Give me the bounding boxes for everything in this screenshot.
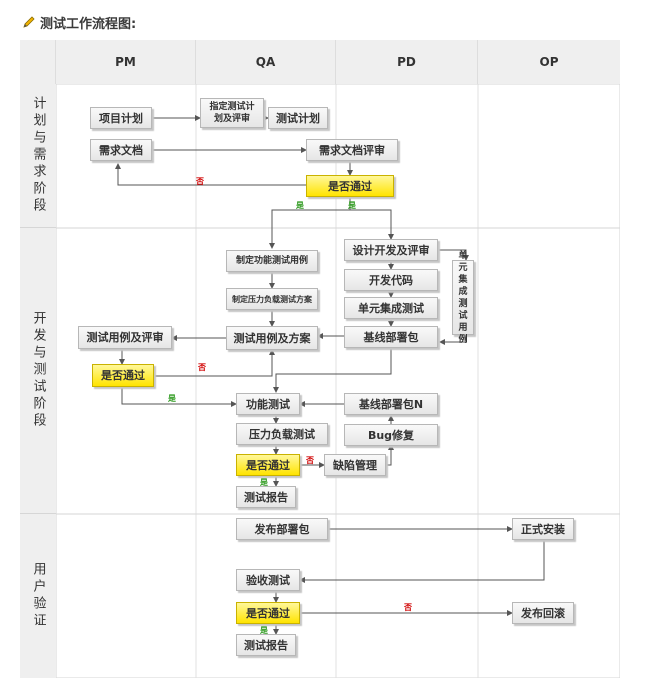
node-requirement-doc: 需求文档 [90,139,152,161]
column-header-pm: PM [56,40,196,84]
node-release-package: 发布部署包 [236,518,328,540]
label-no-1: 否 [196,177,204,186]
node-bug-fix: Bug修复 [344,424,438,446]
node-release-rollback: 发布回滚 [512,602,574,624]
decision-pass-3: 是否通过 [236,454,300,476]
stage-planning: 计划与需求阶段 [20,84,56,228]
page-title: 测试工作流程图: [40,16,137,32]
pencil-icon [23,16,35,28]
page-title-row: 测试工作流程图: [22,12,136,32]
decision-pass-4: 是否通过 [236,602,300,624]
label-no-2: 否 [198,363,206,372]
node-test-report-2: 测试报告 [236,634,296,656]
node-unit-test-cases: 单元集成测试用例 [452,251,474,345]
column-header-pd: PD [336,40,478,84]
decision-pass-1: 是否通过 [306,175,394,197]
label-yes-2: 是 [168,394,176,403]
node-test-case-review: 测试用例及评审 [78,326,172,349]
connectors [115,115,545,635]
decision-pass-2: 是否通过 [92,364,154,387]
node-load-test: 压力负载测试 [236,423,328,445]
node-unit-integration-test: 单元集成测试 [344,297,438,319]
node-test-cases-plan: 测试用例及方案 [226,326,318,350]
node-acceptance-test: 验收测试 [236,569,300,591]
node-requirement-review: 需求文档评审 [306,139,398,161]
node-baseline-deploy: 基线部署包 [344,326,438,348]
node-defect-mgmt: 缺陷管理 [324,454,386,476]
stage-dev-test: 开发与测试阶段 [20,228,56,514]
header-corner [20,40,56,84]
flowchart: PM QA PD OP 计划与需求阶段 开发与测试阶段 用户验证 [20,40,620,678]
column-header-op: OP [478,40,620,84]
node-load-test-plan: 制定压力负载测试方案 [226,288,318,310]
node-dev-code: 开发代码 [344,269,438,291]
label-yes-3: 是 [260,478,268,487]
node-baseline-deploy-n: 基线部署包N [344,393,438,415]
label-yes-4: 是 [260,626,268,635]
node-formal-install: 正式安装 [512,518,574,540]
label-yes-1b: 是 [348,201,356,210]
node-assign-test-plan: 指定测试计划及评审 [200,98,264,128]
stage-user-verify: 用户验证 [20,514,56,678]
node-test-report-1: 测试报告 [236,486,296,508]
node-test-plan: 测试计划 [268,107,328,129]
node-func-test-cases: 制定功能测试用例 [226,250,318,272]
column-header-qa: QA [196,40,336,84]
label-no-4: 否 [404,603,412,612]
node-project-plan: 项目计划 [90,107,152,129]
label-yes-1a: 是 [296,201,304,210]
label-no-3: 否 [306,456,314,465]
node-functional-test: 功能测试 [236,393,300,415]
node-design-dev-review: 设计开发及评审 [344,239,438,261]
